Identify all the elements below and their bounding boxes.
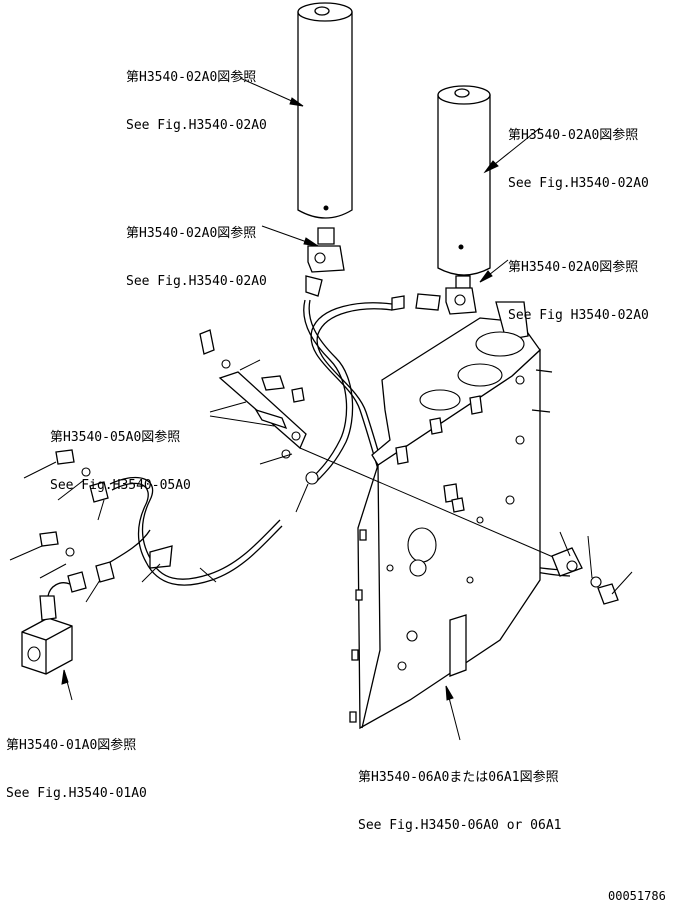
callout-frame: 第H3540-06A0または06A1図参照 See Fig.H3450-06A0… <box>358 738 562 850</box>
solenoid-valve <box>21 582 73 675</box>
callout-en: See Fig.H3450-06A0 or 06A1 <box>358 818 562 833</box>
wire-harness <box>39 449 283 593</box>
callout-accumulator-left: 第H3540-02A0図参照 See Fig.H3540-02A0 <box>126 38 267 150</box>
callout-en: See Fig.H3540-02A0 <box>126 118 267 133</box>
callout-ja: 第H3540-01A0図参照 <box>6 738 137 753</box>
callout-ja: 第H3540-02A0図参照 <box>508 260 639 275</box>
accumulator-left <box>297 2 353 297</box>
callout-solenoid: 第H3540-01A0図参照 See Fig.H3540-01A0 <box>6 706 147 818</box>
right-clamp <box>551 547 619 605</box>
callout-ja: 第H3540-02A0図参照 <box>126 70 257 85</box>
callout-en: See Fig H3540-02A0 <box>508 308 649 323</box>
leader-lines <box>9 77 633 741</box>
accumulator-right <box>391 85 491 315</box>
callout-en: See Fig.H3540-02A0 <box>126 274 267 289</box>
callout-en: See Fig.H3540-02A0 <box>508 176 649 191</box>
callout-en: See Fig.H3540-05A0 <box>50 478 191 493</box>
callout-accumulator-right: 第H3540-02A0図参照 See Fig.H3540-02A0 <box>508 96 649 208</box>
callout-valve-left: 第H3540-02A0図参照 See Fig.H3540-02A0 <box>126 194 267 306</box>
callout-ja: 第H3540-02A0図参照 <box>126 226 257 241</box>
callout-valve-right: 第H3540-02A0図参照 See Fig H3540-02A0 <box>508 228 649 340</box>
callout-ja: 第H3540-02A0図参照 <box>508 128 639 143</box>
drawing-number: 00051786 <box>608 889 666 903</box>
callout-clamp: 第H3540-05A0図参照 See Fig.H3540-05A0 <box>50 398 191 510</box>
frame <box>349 301 553 730</box>
clamp-bracket <box>199 329 561 561</box>
callout-en: See Fig.H3540-01A0 <box>6 786 147 801</box>
callout-ja: 第H3540-05A0図参照 <box>50 430 181 445</box>
callout-ja: 第H3540-06A0または06A1図参照 <box>358 770 559 785</box>
